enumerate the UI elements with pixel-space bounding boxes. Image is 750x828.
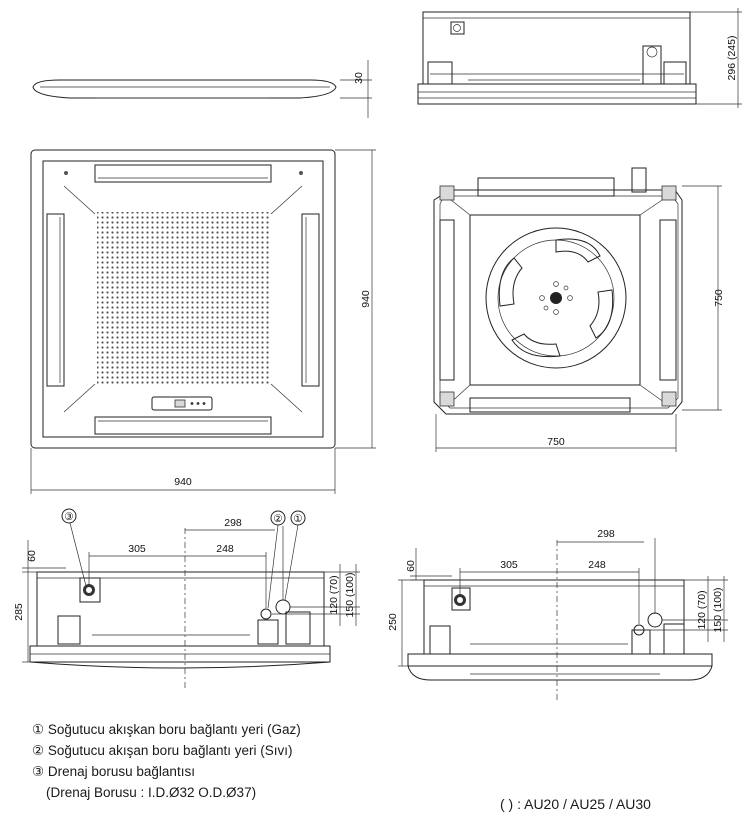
- dim-right-top-span: 298: [597, 528, 615, 540]
- dim-left-right-span: 248: [216, 543, 234, 555]
- dim-left-pipe1-height: 120 (70): [328, 575, 340, 614]
- legend: ① Soğutucu akışkan boru bağlantı yeri (G…: [32, 719, 301, 803]
- panel-front-view: [30, 149, 376, 494]
- callout-one-left: ①: [293, 513, 303, 525]
- dim-right-pipe1-height: 120 (70): [696, 590, 708, 629]
- dim-left-left-span: 305: [128, 543, 146, 555]
- dim-right-top-offset: 60: [405, 560, 417, 572]
- dim-panel-thickness: 30: [353, 72, 365, 84]
- legend-item-drain: ③ Drenaj borusu bağlantısı: [32, 764, 195, 779]
- panel-side-view: [32, 60, 372, 118]
- dim-unit-width: 750: [547, 436, 565, 448]
- legend-item-gas: ① Soğutucu akışkan boru bağlantı yeri (G…: [32, 722, 301, 737]
- legend-item-drain-spec: (Drenaj Borusu : I.D.Ø32 O.D.Ø37): [46, 785, 257, 800]
- legend-item-liquid: ② Soğutucu akışan boru bağlantı yeri (Sı…: [32, 743, 293, 758]
- dim-left-pipe2-height: 150 (100): [344, 573, 356, 618]
- right-pipe-view: [398, 538, 728, 700]
- unit-side-view: [417, 8, 742, 108]
- dim-unit-height: 296 (245): [726, 36, 738, 81]
- dim-right-right-span: 248: [588, 559, 606, 571]
- dim-left-top-offset: 60: [26, 550, 38, 562]
- dim-unit-depth: 750: [713, 289, 725, 307]
- dim-right-height: 250: [387, 613, 399, 631]
- left-pipe-view: [22, 508, 360, 690]
- unit-top-view: [433, 167, 722, 452]
- dim-right-pipe2-height: 150 (100): [712, 588, 724, 633]
- dim-left-height: 285: [13, 603, 25, 621]
- models-note: ( ) : AU20 / AU25 / AU30: [500, 796, 651, 812]
- dim-panel-depth: 940: [360, 290, 372, 308]
- callout-three-left: ③: [64, 511, 74, 523]
- dim-left-top-span: 298: [224, 517, 242, 529]
- dim-right-left-span: 305: [500, 559, 518, 571]
- dim-panel-width: 940: [174, 476, 192, 488]
- callout-two-left: ②: [273, 513, 283, 525]
